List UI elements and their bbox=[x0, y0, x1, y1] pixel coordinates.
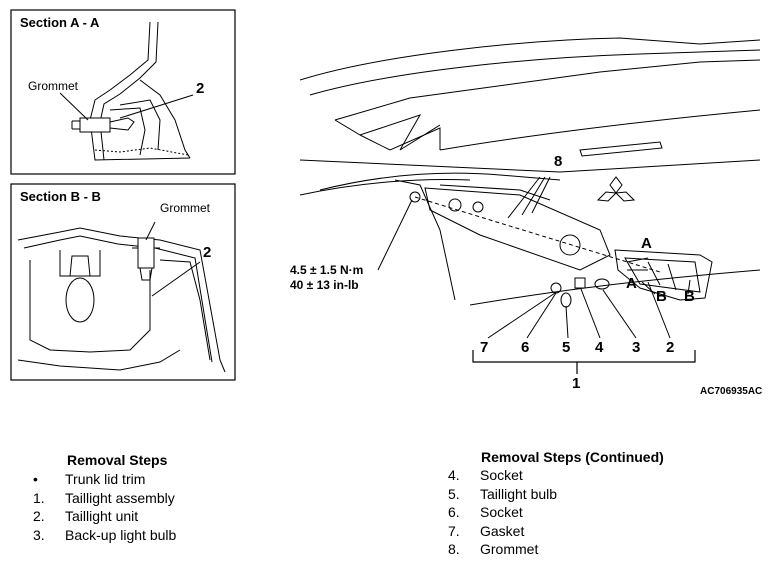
torque-imperial: 40 ± 13 in-lb bbox=[290, 278, 359, 292]
section-b-grommet-label: Grommet bbox=[160, 201, 211, 215]
part-2-label: 2 bbox=[666, 339, 675, 356]
section-a-part-2: 2 bbox=[196, 80, 205, 97]
removal-steps-continued-title: Removal Steps (Continued) bbox=[481, 449, 664, 465]
torque-spec: 4.5 ± 1.5 N·m 40 ± 13 in-lb bbox=[290, 263, 363, 293]
step-gasket: 7.Gasket bbox=[448, 522, 525, 539]
section-b-frame bbox=[10, 183, 236, 381]
section-mark-b-left: B bbox=[656, 288, 667, 305]
step-taillight-assembly: 1.Taillight assembly bbox=[33, 489, 175, 506]
removal-steps-title: Removal Steps bbox=[67, 452, 168, 468]
part-6-label: 6 bbox=[521, 339, 530, 356]
section-a-title: Section A - A bbox=[20, 15, 100, 30]
section-a-drawing bbox=[59, 21, 194, 161]
part-1-label: 1 bbox=[572, 375, 581, 392]
step-socket-6: 6.Socket bbox=[448, 504, 523, 520]
section-a-grommet-label: Grommet bbox=[28, 79, 79, 93]
removal-steps-list: •Trunk lid trim 1.Taillight assembly 2.T… bbox=[33, 471, 176, 545]
part-8-label: 8 bbox=[554, 153, 563, 170]
step-back-up-light-bulb: 3.Back-up light bulb bbox=[33, 526, 177, 543]
part-5-label: 5 bbox=[562, 339, 571, 356]
part-7-label: 7 bbox=[480, 339, 489, 356]
step-trunk-lid-trim: •Trunk lid trim bbox=[33, 471, 146, 487]
step-taillight-unit: 2.Taillight unit bbox=[33, 508, 139, 524]
section-mark-b-right: B bbox=[684, 288, 695, 305]
step-socket-4: 4.Socket bbox=[448, 467, 523, 483]
removal-steps-continued-list: 4.Socket 5.Taillight bulb 6.Socket 7.Gas… bbox=[448, 467, 557, 560]
section-b-part-2: 2 bbox=[203, 244, 212, 261]
section-b-drawing bbox=[17, 221, 226, 373]
section-a-frame bbox=[10, 9, 236, 175]
figure-code: AC706935AC bbox=[700, 386, 763, 397]
part-4-label: 4 bbox=[595, 339, 604, 356]
section-b-title: Section B - B bbox=[20, 189, 101, 204]
section-mark-a-top: A bbox=[641, 235, 652, 252]
torque-metric: 4.5 ± 1.5 N·m bbox=[290, 263, 364, 277]
part-3-label: 3 bbox=[632, 339, 641, 356]
car-rear-drawing bbox=[299, 37, 761, 374]
step-taillight-bulb: 5.Taillight bulb bbox=[448, 485, 558, 502]
section-mark-a-bottom: A bbox=[626, 275, 637, 292]
step-grommet: 8.Grommet bbox=[448, 541, 539, 557]
